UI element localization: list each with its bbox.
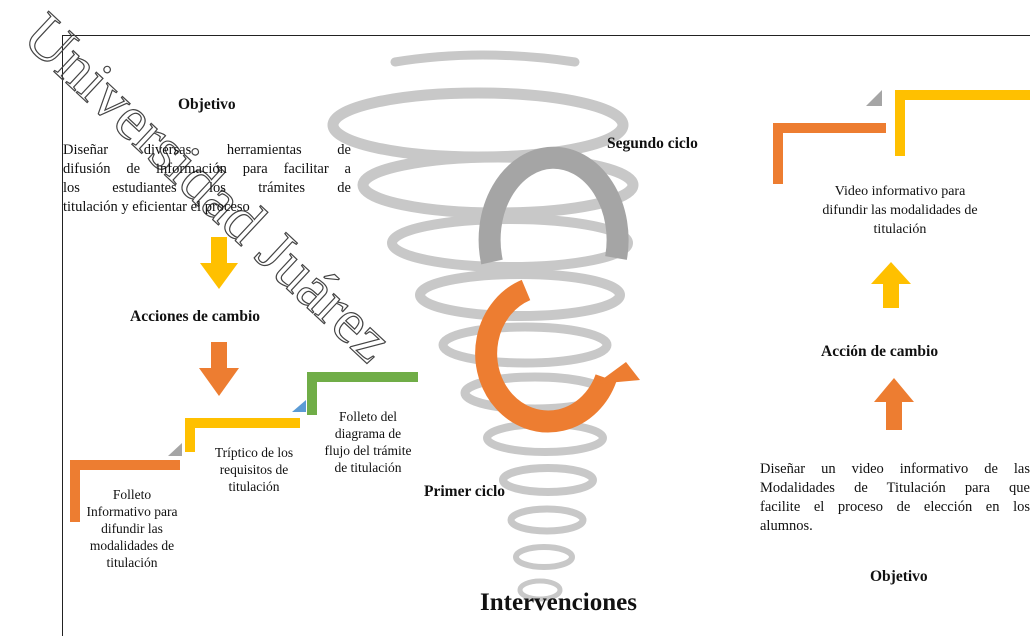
step-brackets [70, 372, 418, 522]
step2-line: Tríptico de los [214, 445, 294, 460]
up-arrow-orange-icon [874, 378, 914, 430]
spiral-graphic [327, 50, 640, 602]
left-objetivo-line: los estudiantes los trámites de [63, 180, 351, 196]
step3-line: flujo del trámite [324, 443, 412, 458]
step3-line: diagrama de [334, 426, 402, 441]
left-objetivo-text: Diseñar diversas herramientas de difusió… [63, 141, 351, 217]
second-cycle-arc [478, 146, 629, 265]
spiral-ring [507, 505, 587, 535]
right-objetivo-line: alumnos. [760, 518, 813, 534]
left-objetivo-title: Objetivo [178, 96, 236, 113]
step3-line: Folleto del [338, 409, 398, 424]
step1-text: Folleto Informativo para difundir las mo… [70, 486, 194, 571]
segundo-ciclo-label: Segundo ciclo [607, 135, 698, 152]
right-brackets [773, 90, 1030, 184]
right-objetivo-line: Diseñar un video informativo de las [760, 461, 1030, 477]
first-cycle-arrowhead [596, 362, 640, 384]
down-arrow-orange-icon [199, 342, 239, 396]
right-objetivo-line: Modalidades de Titulación para que [760, 480, 1030, 496]
acciones-de-cambio-title: Acciones de cambio [130, 308, 261, 325]
right-video-line: difundir las modalidades de [822, 203, 978, 218]
spiral-ring [438, 322, 612, 368]
primer-ciclo-label: Primer ciclo [424, 483, 506, 500]
left-objetivo-line: titulación y eficientar el proceso [63, 199, 250, 215]
spiral-ring [390, 50, 580, 67]
step2-text: Tríptico de los requisitos de titulación [206, 444, 302, 495]
left-objetivo-line: difusión de información para facilitar a [63, 161, 351, 177]
right-objetivo-line: facilite el proceso de elección en los [760, 499, 1030, 515]
right-video-line: Video informativo para [834, 184, 966, 199]
step3-text: Folleto del diagrama de flujo del trámit… [316, 408, 420, 476]
diagram-frame [62, 35, 1030, 636]
accion-de-cambio-title: Acción de cambio [821, 343, 939, 360]
spiral-ring [517, 578, 563, 602]
step1-line: modalidades de [89, 538, 175, 553]
step1-line: titulación [106, 555, 158, 570]
up-arrow-yellow-icon [871, 262, 911, 308]
right-objetivo-text: Diseñar un video informativo de las Moda… [760, 460, 1030, 536]
spiral-ring [415, 269, 625, 321]
right-objetivo-title: Objetivo [870, 568, 928, 585]
down-arrow-yellow-icon [200, 237, 238, 289]
step2-line: requisitos de [219, 462, 289, 477]
step1-line: Informativo para [86, 504, 178, 519]
step3-line: de titulación [334, 460, 402, 475]
step2-line: titulación [228, 479, 280, 494]
spiral-ring [499, 464, 597, 496]
right-video-line: titulación [873, 222, 927, 237]
step1-line: difundir las [101, 521, 163, 536]
right-video-text: Video informativo para difundir las moda… [790, 182, 1010, 239]
diagram-title: Intervenciones [480, 589, 637, 616]
step1-line: Folleto [112, 487, 152, 502]
left-objetivo-line: Diseñar diversas herramientas de [63, 142, 351, 158]
first-cycle-arc [475, 279, 617, 433]
spiral-ring [513, 544, 575, 570]
